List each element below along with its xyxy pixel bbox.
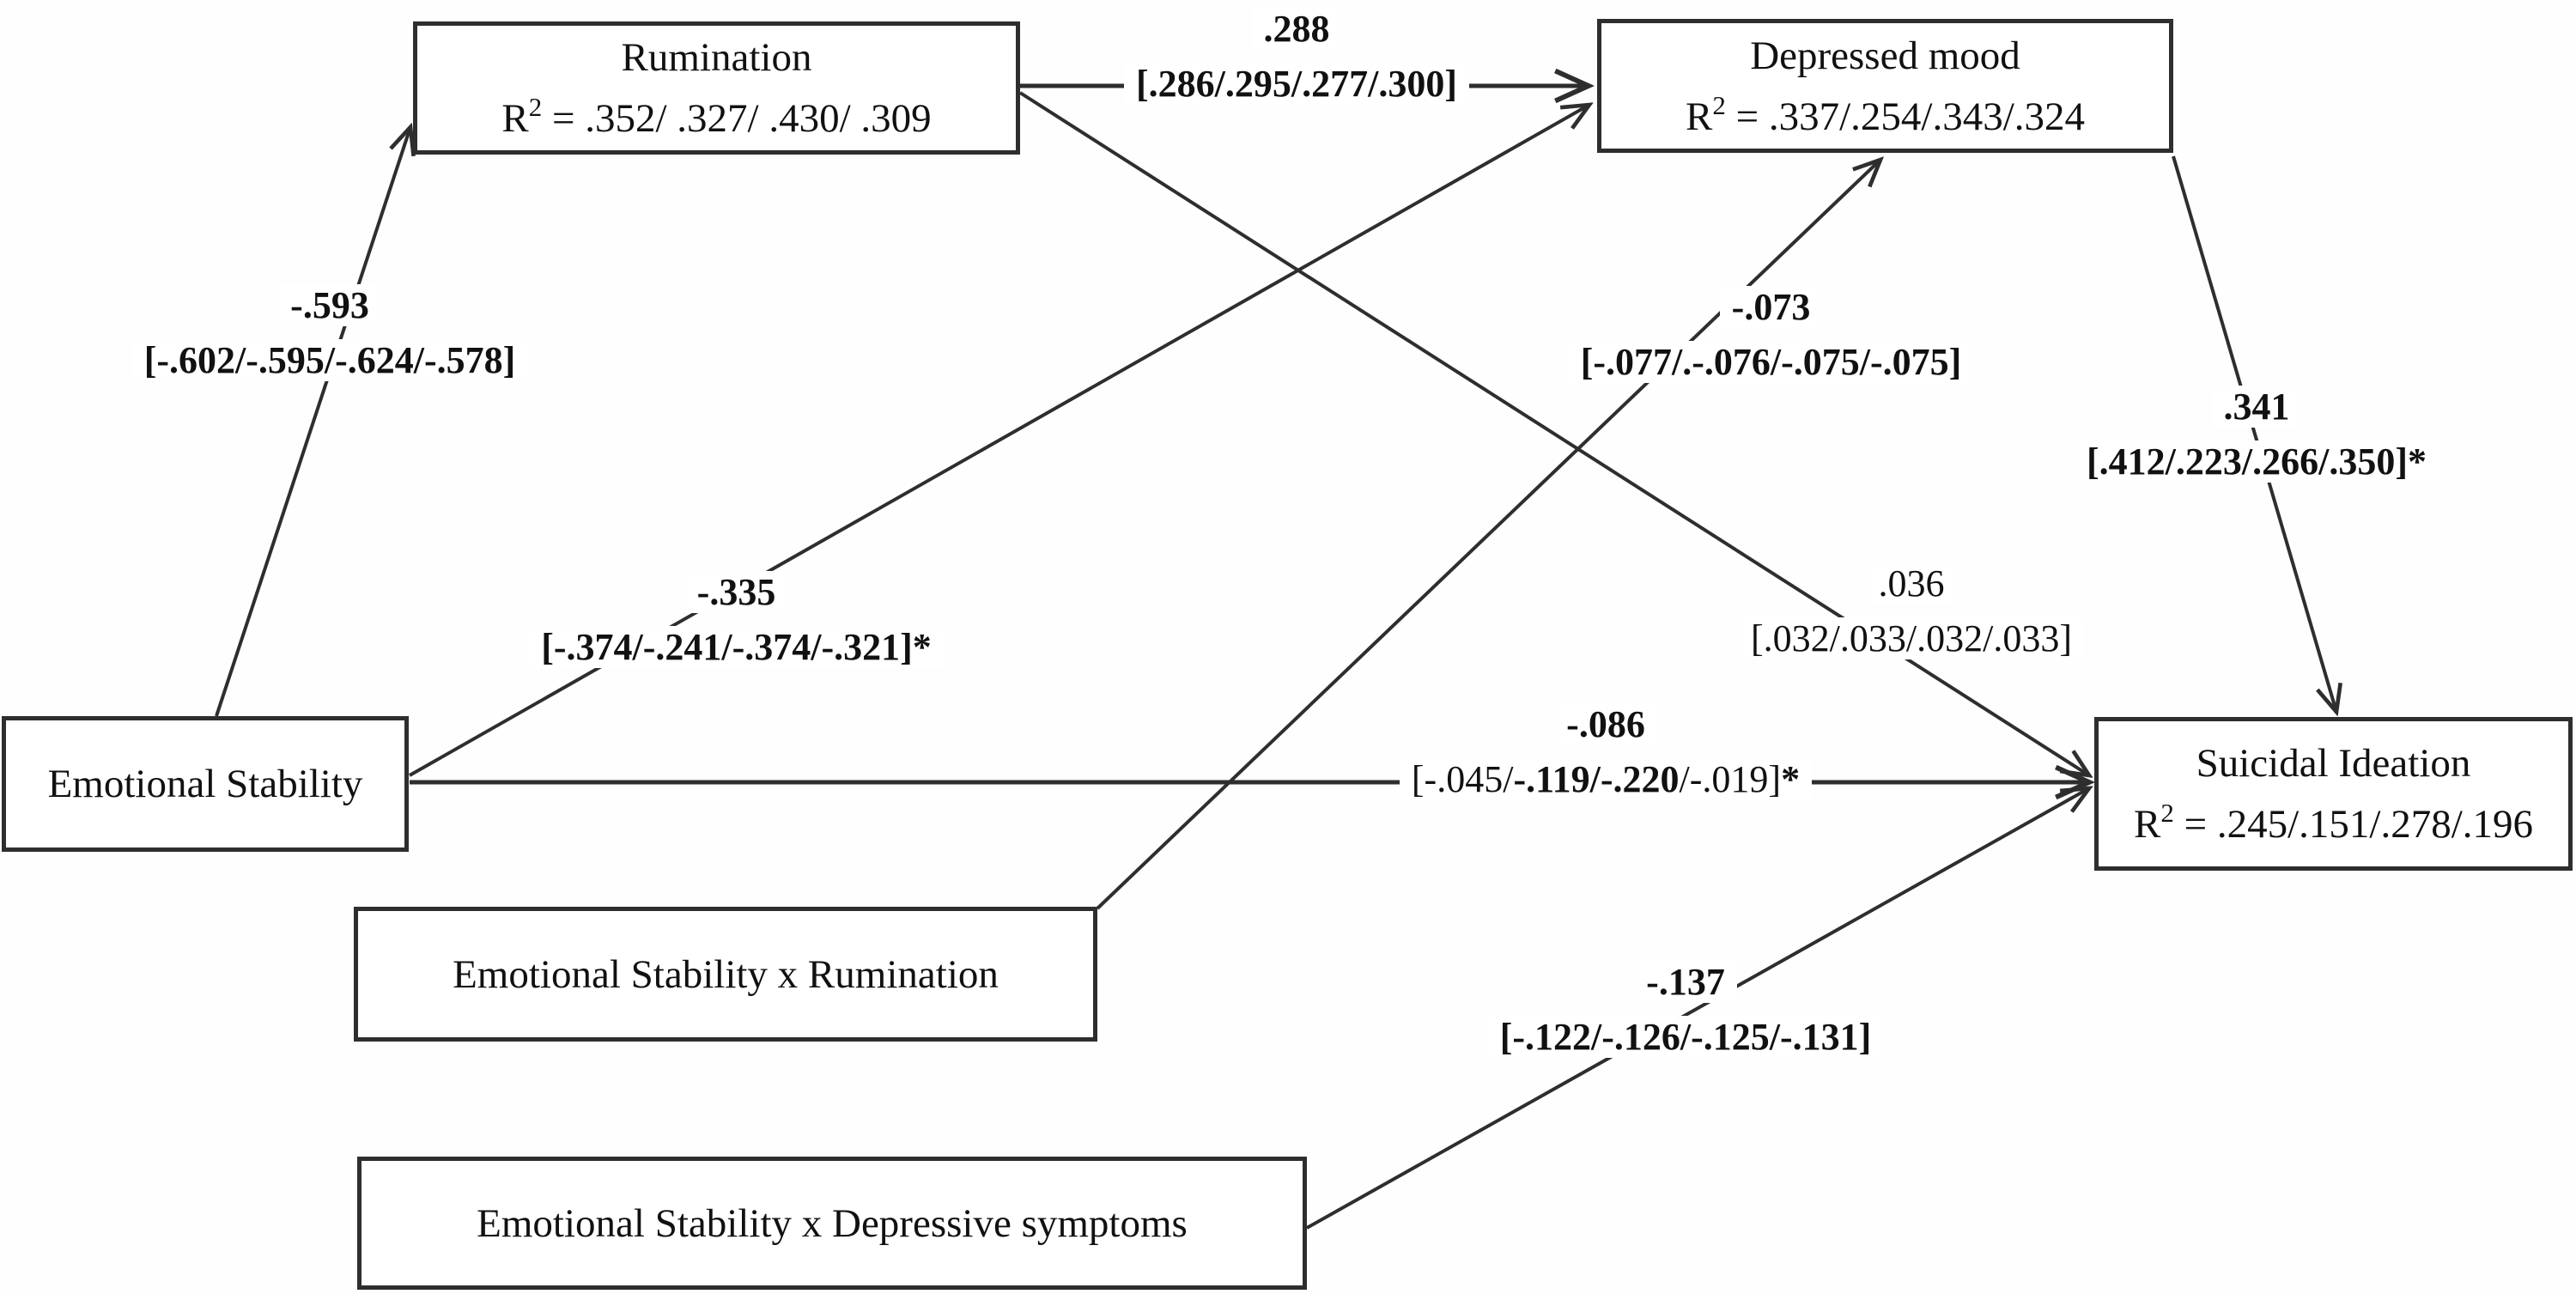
path-ci: [.412/.223/.266/.350]* <box>2075 440 2439 483</box>
path-line-esxrum-to-depressed <box>1096 160 1880 910</box>
path-coefficient: -.593 <box>278 284 381 326</box>
path-ci: [-.077/.-.076/-.075/-.075] <box>1568 341 1974 383</box>
path-line-depressed-to-suicidal <box>2172 155 2336 712</box>
node-es-x-depressive-title: Emotional Stability x Depressive symptom… <box>477 1200 1188 1246</box>
path-coefficient: -.335 <box>684 571 788 613</box>
node-es-x-rumination: Emotional Stability x Rumination <box>354 907 1097 1042</box>
node-suicidal-ideation-r2: R2 = .245/.151/.278/.196 <box>2133 798 2534 847</box>
path-line-esxdep-to-suicidal <box>1306 788 2089 1230</box>
path-coefficient: .341 <box>2211 386 2302 428</box>
node-es-x-depressive: Emotional Stability x Depressive symptom… <box>357 1157 1307 1290</box>
node-rumination: Rumination R2 = .352/ .327/ .430/ .309 <box>413 21 1020 155</box>
path-coefficient: -.137 <box>1634 961 1737 1003</box>
edge-label-es-to-rumination: -.593 [-.602/-.595/-.624/-.578] <box>106 278 553 388</box>
path-ci: [-.602/-.595/-.624/-.578] <box>131 339 528 381</box>
node-depressed-mood-r2: R2 = .337/.254/.343/.324 <box>1685 89 2086 139</box>
path-ci: [-.122/-.126/-.125/-.131] <box>1487 1016 1884 1058</box>
edge-label-es-to-suicidal: -.086 [-.045/-.119/-.220/-.019]* <box>1361 697 1850 807</box>
path-ci: [.032/.033/.032/.033] <box>1739 617 2084 659</box>
edge-label-esxrum-to-depressed: -.073 [-.077/.-.076/-.075/-.075] <box>1537 280 2005 390</box>
node-rumination-r2: R2 = .352/ .327/ .430/ .309 <box>501 92 932 141</box>
path-ci: [-.045/-.119/-.220/-.019]* <box>1399 758 1813 800</box>
node-suicidal-ideation-title: Suicidal Ideation <box>2196 741 2471 786</box>
path-coefficient: -.073 <box>1719 286 1823 328</box>
path-coefficient: .288 <box>1251 8 1342 50</box>
node-rumination-title: Rumination <box>621 35 812 80</box>
edge-label-esxdep-to-suicidal: -.137 [-.122/-.126/-.125/-.131] <box>1451 955 1920 1065</box>
edge-label-depressed-to-suicidal: .341 [.412/.223/.266/.350]* <box>2009 380 2504 489</box>
edge-label-rumination-to-depressed: .288 [.286/.295/.277/.300] <box>1056 2 1537 112</box>
node-emotional-stability-title: Emotional Stability <box>47 762 363 806</box>
node-es-x-rumination-title: Emotional Stability x Rumination <box>453 951 999 997</box>
node-depressed-mood: Depressed mood R2 = .337/.254/.343/.324 <box>1597 19 2173 153</box>
path-coefficient: .036 <box>1866 562 1957 604</box>
edge-label-es-to-depressed: -.335 [-.374/-.241/-.374/-.321]* <box>494 565 979 675</box>
path-coefficient: -.086 <box>1554 703 1657 745</box>
node-suicidal-ideation: Suicidal Ideation R2 = .245/.151/.278/.1… <box>2094 717 2573 871</box>
edge-label-rumination-to-suicidal: .036 [.032/.033/.032/.033] <box>1670 556 2153 666</box>
path-ci: [-.374/-.241/-.374/-.321]* <box>529 626 944 668</box>
node-emotional-stability: Emotional Stability <box>2 716 409 852</box>
path-ci: [.286/.295/.277/.300] <box>1124 63 1469 105</box>
path-line-es-to-rumination <box>215 127 410 717</box>
node-depressed-mood-title: Depressed mood <box>1750 33 2020 78</box>
path-line-rumination-to-suicidal <box>1018 91 2089 775</box>
